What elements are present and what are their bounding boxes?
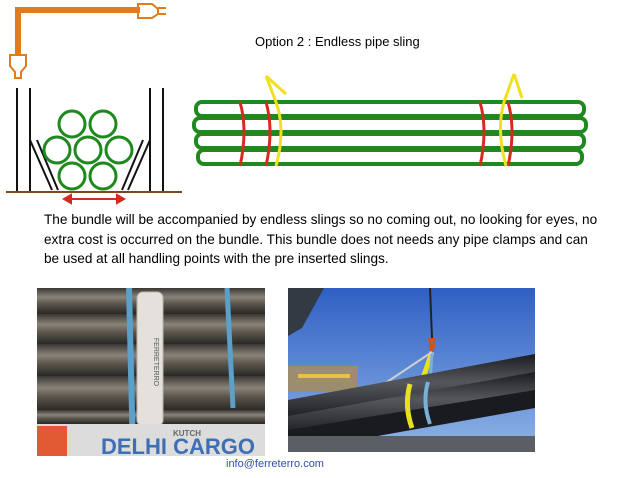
crane-lift-photo-right <box>288 288 535 452</box>
red-sling-marks <box>238 101 514 167</box>
crane-hook-icon <box>9 3 166 79</box>
pipe-bundle-section <box>42 109 134 191</box>
pipe-bundle-photo-left: FERRETERRO KUTCH DELHI CARGO <box>37 288 265 456</box>
sign-text: DELHI CARGO <box>101 434 255 456</box>
width-arrow-icon <box>61 193 127 205</box>
bundle-side-view-diagram <box>192 73 588 167</box>
slide-title: Option 2 : Endless pipe sling <box>255 34 420 49</box>
sling-brand-label: FERRETERRO <box>152 338 159 387</box>
footer-email-link[interactable]: info@ferreterro.com <box>226 458 324 470</box>
pipe-bundle-side <box>192 100 588 166</box>
body-paragraph: The bundle will be accompanied by endles… <box>44 212 598 266</box>
bundle-cross-section-diagram <box>6 3 182 205</box>
yellow-sling-loops <box>264 73 524 167</box>
sign-small-text: KUTCH <box>173 429 201 438</box>
